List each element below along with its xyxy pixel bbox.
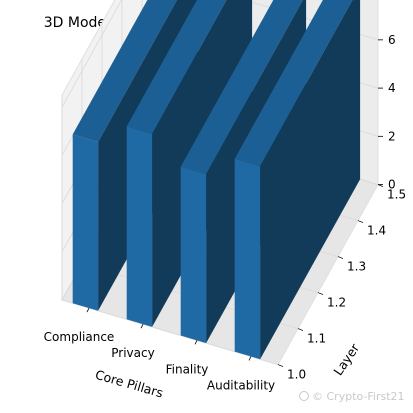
x-tick-mark xyxy=(86,307,90,313)
z-tick-label: 4 xyxy=(388,81,396,95)
watermark-icon xyxy=(299,391,309,401)
x-tick-label: Finality xyxy=(166,362,209,376)
x-tick-label: Privacy xyxy=(111,346,154,360)
bar xyxy=(234,0,361,360)
bar-front xyxy=(180,166,207,344)
bar-front xyxy=(234,158,261,360)
layer-tick-mark xyxy=(317,292,324,295)
x-axis-label: Core Pillars xyxy=(94,367,165,401)
layer-tick-label: 1.5 xyxy=(387,188,406,202)
layer-tick-label: 1.1 xyxy=(307,332,326,346)
x-tick-mark xyxy=(194,340,198,345)
y-axis-label: Layer xyxy=(330,340,362,378)
layer-tick-mark xyxy=(337,256,344,259)
watermark-text: © Crypto-First21 xyxy=(312,390,405,403)
layer-tick-mark xyxy=(277,364,284,367)
x-tick-label: Auditability xyxy=(207,378,275,392)
bar-top xyxy=(126,0,227,134)
bar-top xyxy=(180,0,303,175)
watermark: © Crypto-First21 xyxy=(299,390,405,403)
x-tick-mark xyxy=(248,356,252,361)
z-tick-label: 0 xyxy=(388,178,396,192)
bar-front xyxy=(126,126,153,327)
bar-side xyxy=(260,0,361,360)
layer-tick-mark xyxy=(357,220,364,223)
bar-top xyxy=(234,0,353,167)
z-grid-line xyxy=(61,0,122,108)
layer-tick-label: 1.4 xyxy=(367,224,386,238)
layer-tick-label: 1.3 xyxy=(347,260,366,274)
layer-tick-label: 1.0 xyxy=(287,368,306,382)
bar-front xyxy=(72,134,99,311)
layer-tick-mark xyxy=(297,328,304,331)
x-tick-mark xyxy=(140,324,144,329)
z-tick-label: 2 xyxy=(388,129,396,143)
layer-tick-label: 1.2 xyxy=(327,296,346,310)
z-tick-label: 6 xyxy=(388,33,396,47)
bars xyxy=(72,0,361,360)
bar-top xyxy=(72,0,177,142)
x-tick-label: Compliance xyxy=(44,330,115,344)
